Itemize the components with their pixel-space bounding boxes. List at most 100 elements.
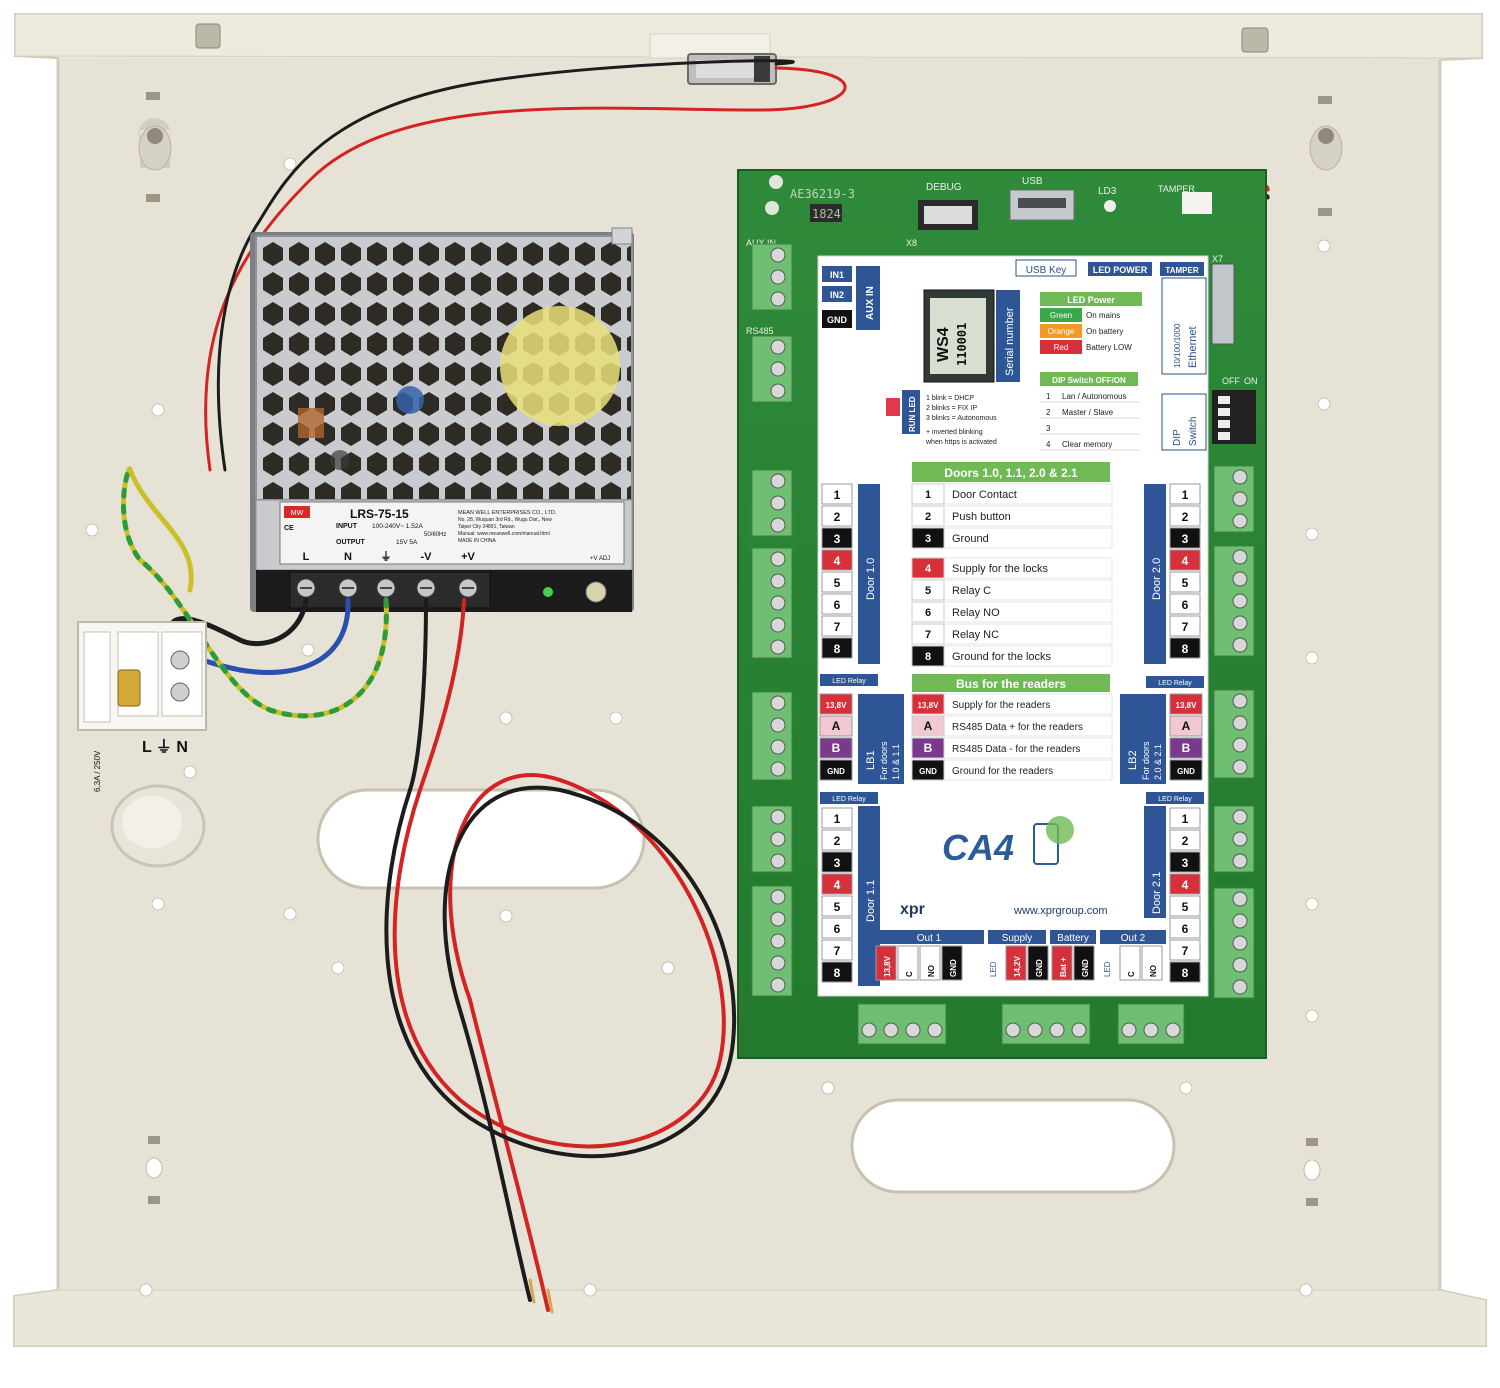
terminal-number: 1 bbox=[1182, 488, 1189, 502]
led-relay-tag: LED Relay bbox=[1158, 680, 1192, 687]
serial-chip-label: WS4 bbox=[935, 327, 952, 362]
svg-text:CE: CE bbox=[284, 525, 294, 532]
screw-terminal bbox=[1005, 1022, 1021, 1038]
terminal-number: 5 bbox=[834, 576, 841, 590]
door-function-number: 2 bbox=[925, 511, 931, 523]
bus-function-text: RS485 Data - for the readers bbox=[952, 744, 1080, 755]
screw-terminal bbox=[1143, 1022, 1159, 1038]
door-1-0-label: Door 1.0 bbox=[865, 558, 877, 600]
screw-terminal bbox=[770, 495, 786, 511]
psu-terminal-label: +V bbox=[461, 551, 475, 563]
bus-terminal-cell bbox=[819, 715, 853, 737]
screw-terminal bbox=[770, 695, 786, 711]
terminal-number: 2 bbox=[834, 834, 841, 848]
door-function-text: Door Contact bbox=[952, 489, 1017, 501]
led-color-swatch bbox=[1040, 324, 1082, 338]
lb1-doors: 1.0 & 1.1 bbox=[891, 744, 901, 780]
terminal-number: 3 bbox=[1182, 856, 1189, 870]
dip-row-text: Lan / Autonomous bbox=[1062, 392, 1127, 401]
bus-terminal-cell bbox=[1169, 759, 1203, 781]
screw-terminal bbox=[1232, 637, 1248, 653]
door-function-number-cell bbox=[911, 557, 945, 579]
terminal-number: 6 bbox=[1182, 922, 1189, 936]
terminal-number-cell bbox=[821, 939, 853, 961]
aux-in-pin-label: AUX IN bbox=[746, 238, 776, 248]
terminal-number: 5 bbox=[1182, 900, 1189, 914]
output-pin-label: GND bbox=[1081, 959, 1090, 977]
psu-terminal-label: ⏚ bbox=[381, 550, 392, 563]
run-led-line: 1 blink = DHCP bbox=[926, 395, 974, 402]
screw-terminal bbox=[1049, 1022, 1065, 1038]
psu-input-freq: 50/60Hz bbox=[424, 532, 446, 538]
terminal-number-cell bbox=[1169, 571, 1201, 593]
ca4-logo: CA4 bbox=[942, 827, 1014, 868]
door-function-text: Ground bbox=[952, 533, 989, 545]
terminal-number: 7 bbox=[834, 620, 841, 634]
screw-terminal bbox=[770, 639, 786, 655]
screw-terminal bbox=[1232, 853, 1248, 869]
terminal-number: 8 bbox=[1182, 642, 1189, 656]
screw-terminal bbox=[770, 595, 786, 611]
screw-terminal bbox=[770, 269, 786, 285]
terminal-number: 1 bbox=[834, 812, 841, 826]
output-pin-cell bbox=[941, 945, 963, 981]
usb-key-tag: USB Key bbox=[1026, 265, 1067, 276]
terminal-number: 2 bbox=[1182, 834, 1189, 848]
psu-input-label: INPUT bbox=[336, 523, 358, 530]
pcb-part-code: AE36219-3 bbox=[790, 187, 855, 201]
door-function-number: 7 bbox=[925, 629, 931, 641]
terminal-number-cell bbox=[1169, 807, 1201, 829]
ethernet-speed: 10/100/1000 bbox=[1173, 323, 1182, 368]
screw-terminal bbox=[1232, 759, 1248, 775]
out2-group: Out 2 bbox=[1121, 933, 1146, 944]
bus-tag-cell bbox=[911, 737, 945, 759]
terminal-number: 6 bbox=[834, 598, 841, 612]
screw-terminal bbox=[770, 977, 786, 993]
dip-row-text: Clear memory bbox=[1062, 440, 1112, 449]
terminal-number: 3 bbox=[834, 532, 841, 546]
terminal-number-cell bbox=[821, 807, 853, 829]
psu-address-2: Taipei City 24891, Taiwan bbox=[458, 524, 515, 530]
bus-tag-cell bbox=[911, 759, 945, 781]
bus-title: Bus for the readers bbox=[956, 677, 1066, 691]
output-pin-cell bbox=[1141, 945, 1163, 981]
terminal-number-cell bbox=[821, 851, 853, 873]
screw-terminal bbox=[1232, 513, 1248, 529]
output-pin-cell bbox=[875, 945, 897, 981]
ethernet-label: Ethernet bbox=[1187, 326, 1199, 368]
terminal-number: 4 bbox=[1182, 878, 1189, 892]
terminal-number-cell bbox=[1169, 505, 1201, 527]
door-2-1-label: Door 2.1 bbox=[1151, 872, 1163, 914]
terminal-number-cell bbox=[821, 873, 853, 895]
screw-terminal bbox=[1232, 491, 1248, 507]
output-pin-cell bbox=[897, 945, 919, 981]
bus-terminal-tag: B bbox=[1182, 741, 1191, 755]
dip-row-number: 2 bbox=[1046, 408, 1051, 417]
led-relay-tag: LED Relay bbox=[832, 678, 866, 685]
terminal-number-cell bbox=[821, 593, 853, 615]
lb1-for: For doors bbox=[879, 741, 889, 780]
screw-terminal bbox=[770, 809, 786, 825]
screw-terminal bbox=[1232, 913, 1248, 929]
door-function-number-cell bbox=[911, 527, 945, 549]
terminal-number-cell bbox=[1169, 593, 1201, 615]
terminal-number-cell bbox=[821, 895, 853, 917]
psu-terminal-label: L bbox=[303, 551, 310, 563]
usb-header-label: USB bbox=[1022, 176, 1043, 187]
psu-terminal-label: N bbox=[344, 551, 352, 563]
screw-terminal bbox=[770, 247, 786, 263]
terminal-number-cell bbox=[821, 637, 853, 659]
terminal-number-cell bbox=[1169, 939, 1201, 961]
screw-terminal bbox=[770, 739, 786, 755]
screw-terminal bbox=[770, 761, 786, 777]
screw-terminal bbox=[770, 361, 786, 377]
bus-tag: 13,8V bbox=[918, 701, 940, 710]
screw-terminal bbox=[770, 911, 786, 927]
door-function-text: Relay NC bbox=[952, 629, 999, 641]
door-function-number-cell bbox=[911, 579, 945, 601]
screw-terminal bbox=[1232, 593, 1248, 609]
psu-adj-label: +V ADJ bbox=[590, 556, 610, 562]
door-1-1-label: Door 1.1 bbox=[865, 880, 877, 922]
bus-terminal-cell bbox=[819, 759, 853, 781]
screw-terminal bbox=[861, 1022, 877, 1038]
